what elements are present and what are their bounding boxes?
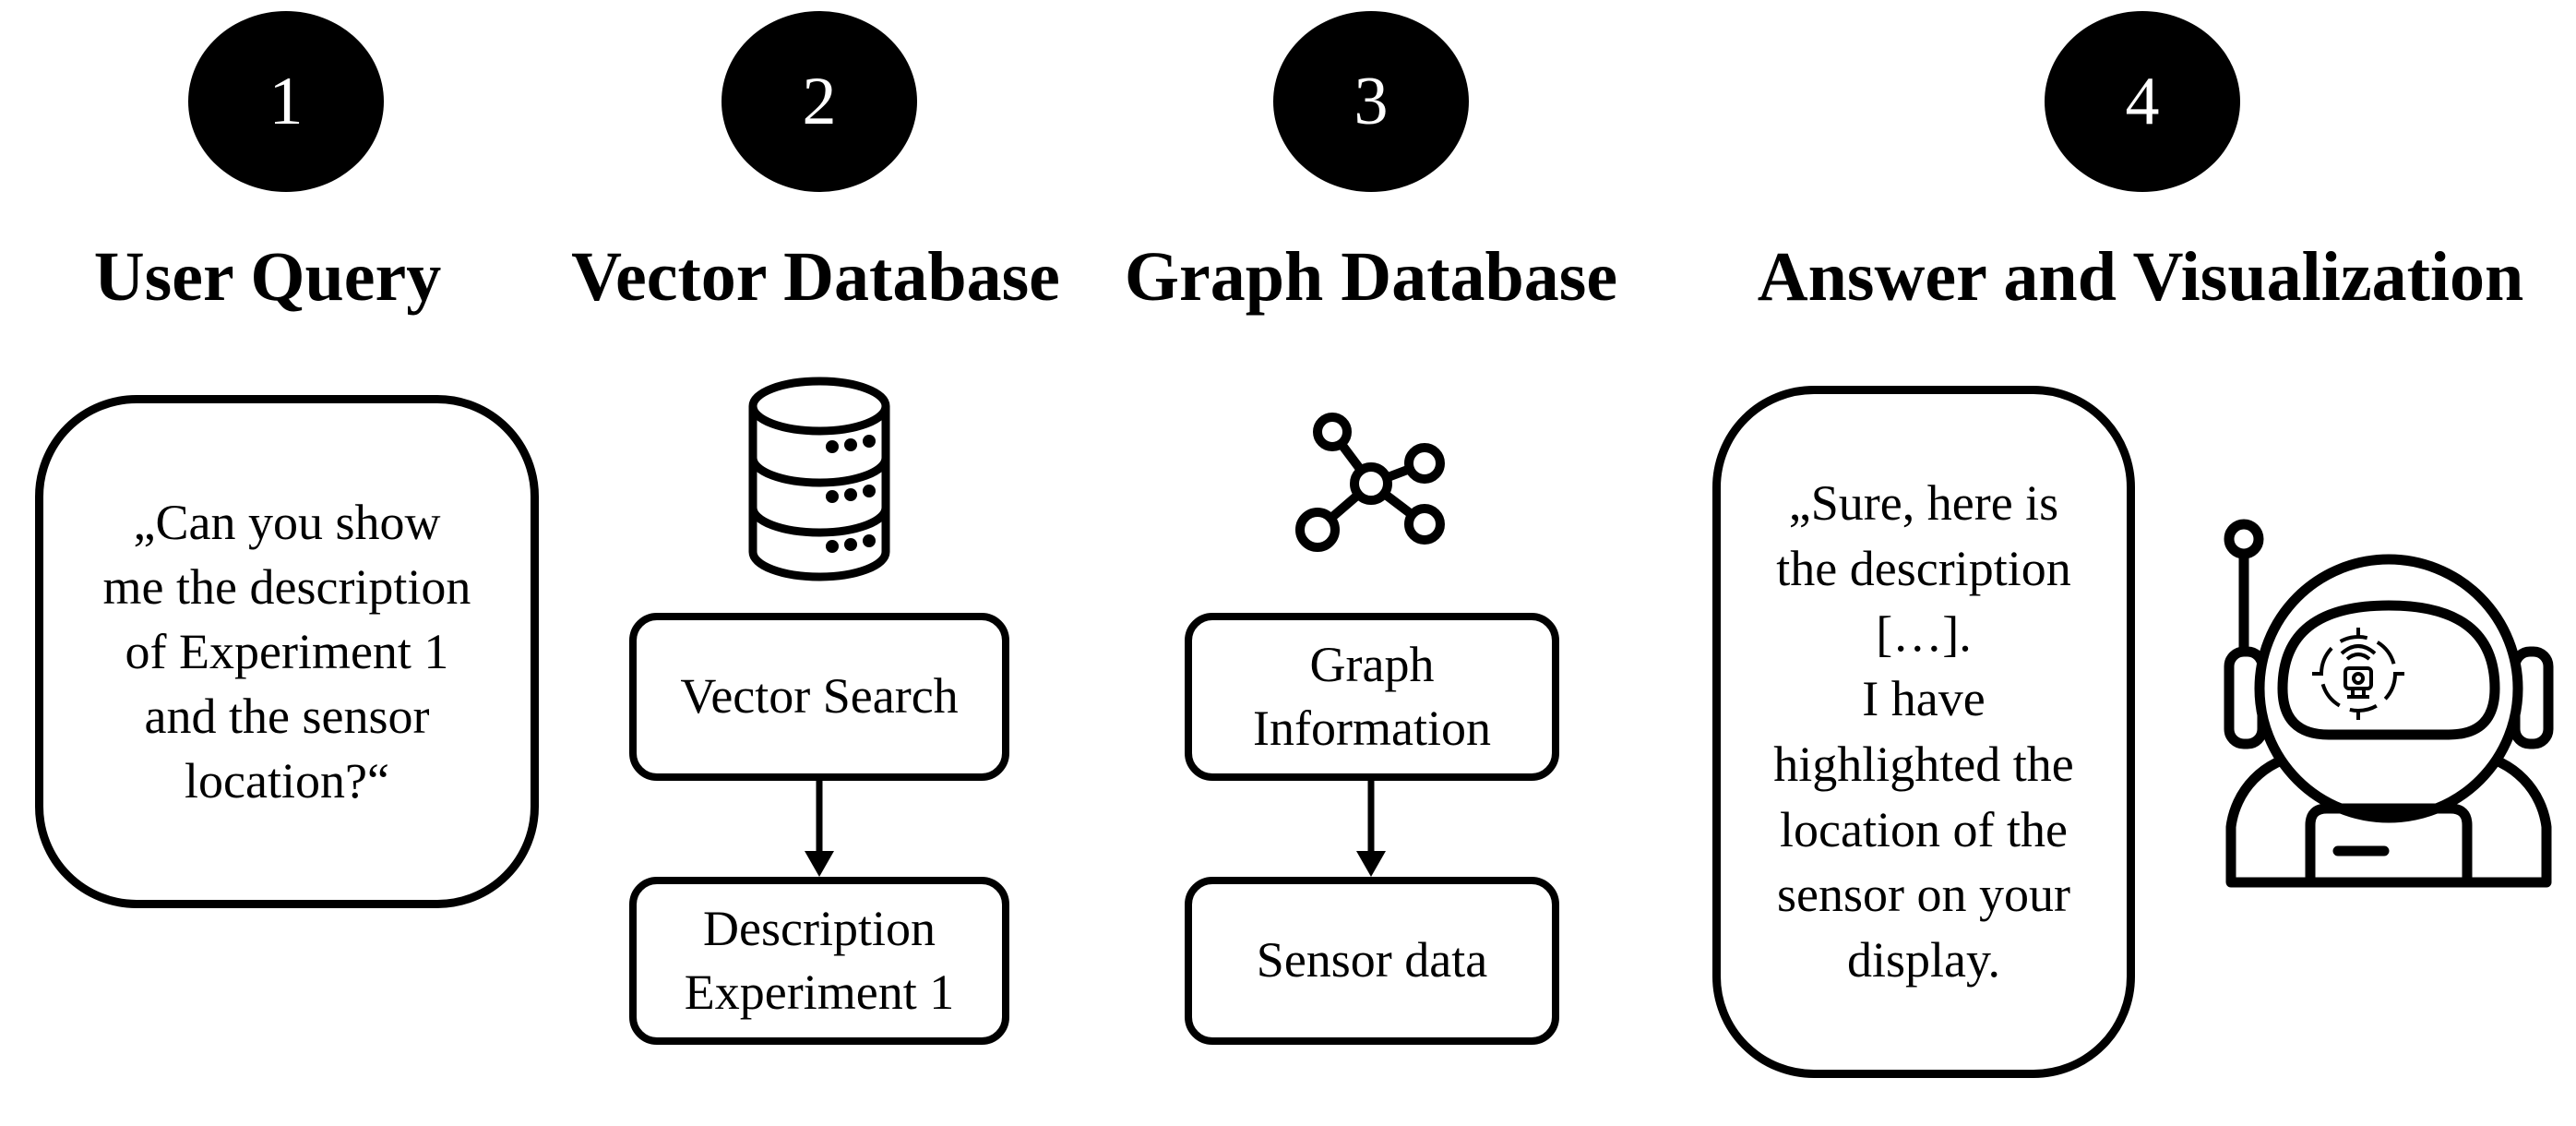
answer-bubble: „Sure, here is the description […]. I ha… [1712,386,2135,1078]
description-experiment-box: Description Experiment 1 [629,877,1009,1045]
step-3-circle: 3 [1273,11,1469,192]
step-2-circle: 2 [722,11,917,192]
step-1-title: User Query [93,238,442,316]
step-2-title: Vector Database [571,238,1060,316]
step-1-circle: 1 [188,11,384,192]
vector-search-label: Vector Search [680,668,959,725]
step-1-number: 1 [268,63,304,139]
vector-flow-arrow [805,781,834,877]
astronaut-robot-icon [2224,519,2554,888]
graph-network-icon [1295,413,1445,552]
graph-information-box: Graph Information [1185,613,1559,781]
user-query-bubble: „Can you show me the description of Expe… [35,395,539,908]
step-4-number: 4 [2125,63,2160,139]
vector-search-box: Vector Search [629,613,1009,781]
answer-text: „Sure, here is the description […]. I ha… [1773,475,2074,988]
step-4-circle: 4 [2045,11,2240,192]
sensor-data-box: Sensor data [1185,877,1559,1045]
graph-information-label: Graph Information [1253,636,1491,756]
description-experiment-label: Description Experiment 1 [684,900,955,1020]
step-3-title: Graph Database [1124,238,1618,316]
step-4-title: Answer and Visualization [1757,238,2524,316]
graph-flow-arrow [1356,781,1386,877]
step-2-number: 2 [802,63,837,139]
user-query-text: „Can you show me the description of Expe… [102,494,471,809]
database-icon [748,377,890,581]
step-3-number: 3 [1354,63,1389,139]
sensor-data-label: Sensor data [1256,932,1488,988]
